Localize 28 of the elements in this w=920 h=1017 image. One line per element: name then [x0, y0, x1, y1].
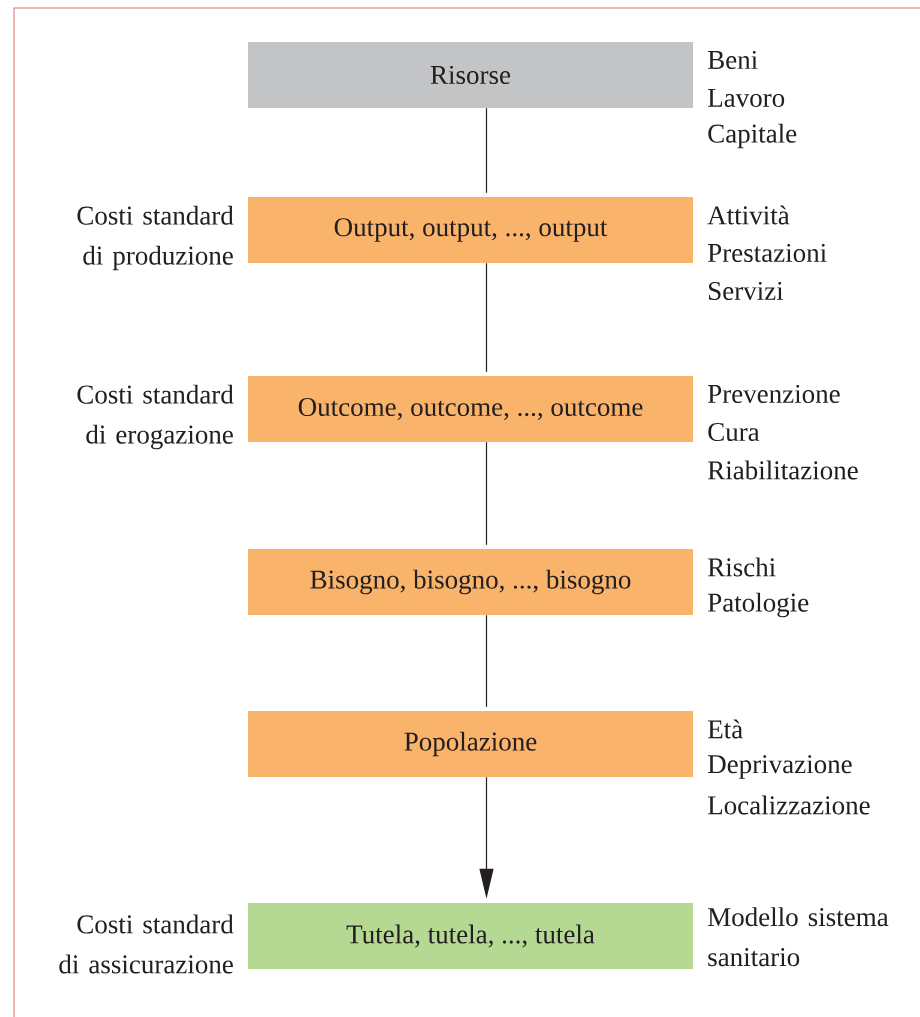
side-label: Servizi	[709, 281, 784, 301]
process-box: Outcome, outcome, ..., outcome	[248, 376, 693, 442]
process-box: Popolazione	[248, 711, 693, 777]
side-label: Costi standard di assicurazione	[59, 914, 234, 974]
connector-line	[485, 107, 488, 194]
side-label: Capitale	[708, 123, 797, 149]
side-label: Modello sistema sanitario	[708, 907, 889, 967]
side-label: Rischi	[708, 557, 776, 577]
side-label: Beni	[708, 50, 758, 70]
side-label: Localizzazione	[708, 795, 870, 815]
side-label: Patologie	[708, 592, 809, 618]
process-box: Tutela, tutela, ..., tutela	[248, 903, 693, 969]
side-label: Prevenzione	[708, 384, 840, 404]
side-label: Età	[708, 719, 743, 739]
connector-line	[485, 441, 488, 546]
process-box: Output, output, ..., output	[248, 197, 693, 263]
process-box: Bisogno, bisogno, ..., bisogno	[248, 549, 693, 615]
connector-line	[485, 262, 488, 373]
side-label: Cura	[708, 422, 760, 442]
side-label: Deprivazione	[708, 755, 852, 779]
side-label: Attività	[707, 205, 790, 225]
side-label: Costi standard di produzione	[77, 205, 234, 271]
side-label: Costi standard di erogazione	[77, 384, 234, 450]
process-box: Risorse	[248, 42, 693, 108]
side-label: Lavoro	[708, 89, 785, 107]
connector-line	[485, 614, 488, 708]
side-label: Prestazioni	[708, 243, 827, 263]
side-label: Riabilitazione	[708, 460, 858, 480]
